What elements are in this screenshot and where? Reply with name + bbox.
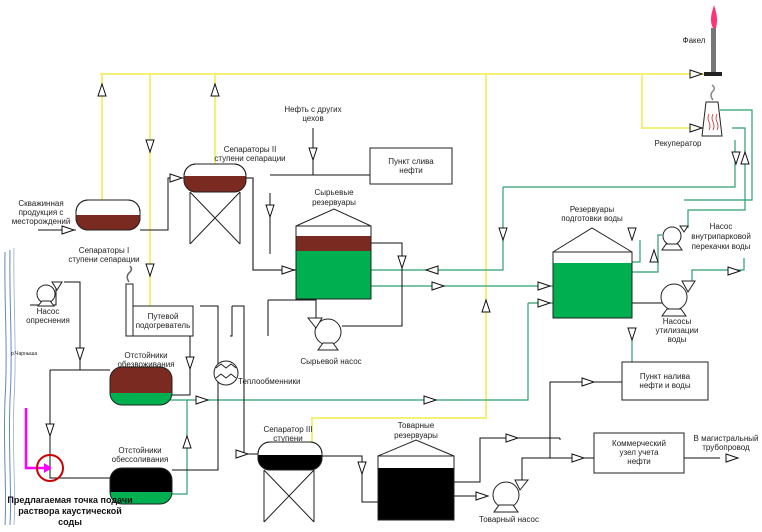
heat-exchanger[interactable] [213,360,239,386]
water-utilization-pumps[interactable] [660,280,696,317]
caustic-injection [24,408,64,482]
commodity-pump-label: Товарный насос [479,515,539,524]
raw-pump[interactable] [306,317,342,351]
river [3,247,16,526]
commodity-tanks-label-1: Товарные [398,421,435,430]
flare-label: Факел [683,36,706,45]
drain-point-label-1: Пункт слива [388,157,434,166]
commodity-pump[interactable] [492,479,530,513]
injection-note-2: раствора каустической [18,506,122,516]
loading-point-label-2: нефти и воды [639,381,690,390]
internal-pump-label-1: Насос [710,222,733,231]
sep2-label-2: ступени сепарации [214,154,285,163]
separator-stage-2[interactable] [183,163,247,245]
recuperator-label: Рекуператор [655,139,703,148]
dehydration-label-1: Отстойники [124,351,167,360]
metering-label-1: Коммерческий [612,439,666,448]
raw-tanks-label-1: Сырьевые [314,188,354,197]
sep3-label-1: Сепаратор III [263,425,312,434]
labels: Скважинная продукция с месторождений Сеп… [7,36,758,527]
internal-transfer-pump[interactable] [661,225,689,251]
metering-label-2: узел учета [619,448,659,457]
other-shops-label-1: Нефть с других [284,105,341,114]
well-input-label-3: месторождений [12,217,71,226]
injection-note-1: Предлагаемая точка подачи [7,495,132,505]
flow-arrows [45,69,750,501]
pipeline-label-1: В магистральный [694,434,759,443]
freshening-pump-label-2: опреснения [26,316,70,325]
water-tanks-label-1: Резервуары [570,205,615,214]
well-input-label-2: продукция с [19,208,64,217]
internal-pump-label-2: внутрипарковой [691,232,751,241]
drain-point-box[interactable] [369,147,453,185]
well-input-label-1: Скважинная [18,199,63,208]
other-shops-label-2: цехов [302,114,323,123]
freshening-pump-label-1: Насос [37,307,60,316]
raw-pump-label: Сырьевой насос [300,357,361,366]
desalting-label-1: Отстойники [118,446,161,455]
desalting-settlers[interactable] [109,467,173,506]
raw-tanks[interactable] [295,208,372,300]
heater-label-2: подогреватель [136,321,191,330]
line-heater[interactable] [125,265,194,337]
sep1-label-1: Сепараторы I [79,246,129,255]
pipeline-label-2: трубопровод [702,443,750,452]
util-pumps-label-1: Насосы [663,317,692,326]
freshening-pump[interactable] [36,281,63,307]
injection-point-marker[interactable] [36,454,64,482]
internal-pump-label-3: перекачки воды [692,242,751,251]
water-tanks-label-2: подготовки воды [561,214,623,223]
loading-point-box[interactable] [621,361,709,401]
desalting-label-2: обессоливания [112,455,169,464]
metering-unit-box[interactable] [593,432,685,474]
flare-stack[interactable] [704,5,722,76]
sep3-label-2: ступени [273,434,302,443]
commodity-tanks-label-2: резервуары [394,431,438,440]
metering-label-3: нефти [627,457,650,466]
sep2-label-1: Сепараторы II [224,145,277,154]
raw-tanks-label-2: резервуары [312,198,356,207]
dehydration-label-2: обезвоживания [117,360,174,369]
commodity-tanks[interactable] [377,439,455,521]
loading-point-label-1: Пункт налива [640,372,691,381]
separator-stage-3[interactable] [257,441,323,523]
util-pumps-label-3: воды [668,335,687,344]
drain-point-label-2: нефти [399,166,422,175]
recuperator[interactable] [701,84,723,137]
separator-stage-1[interactable] [75,199,141,235]
heater-label-1: Путевой [148,312,179,321]
dehydration-settlers[interactable] [109,366,173,407]
river-label: р.Чарныша [11,351,37,357]
gas-lines [100,73,710,448]
injection-note-3: соды [58,517,82,527]
util-pumps-label-2: утилизации [656,326,699,335]
water-prep-tanks[interactable] [552,227,633,319]
sep1-label-2: ступени сепарации [68,255,139,264]
heat-exchangers-label: Теплообменники [238,377,301,386]
